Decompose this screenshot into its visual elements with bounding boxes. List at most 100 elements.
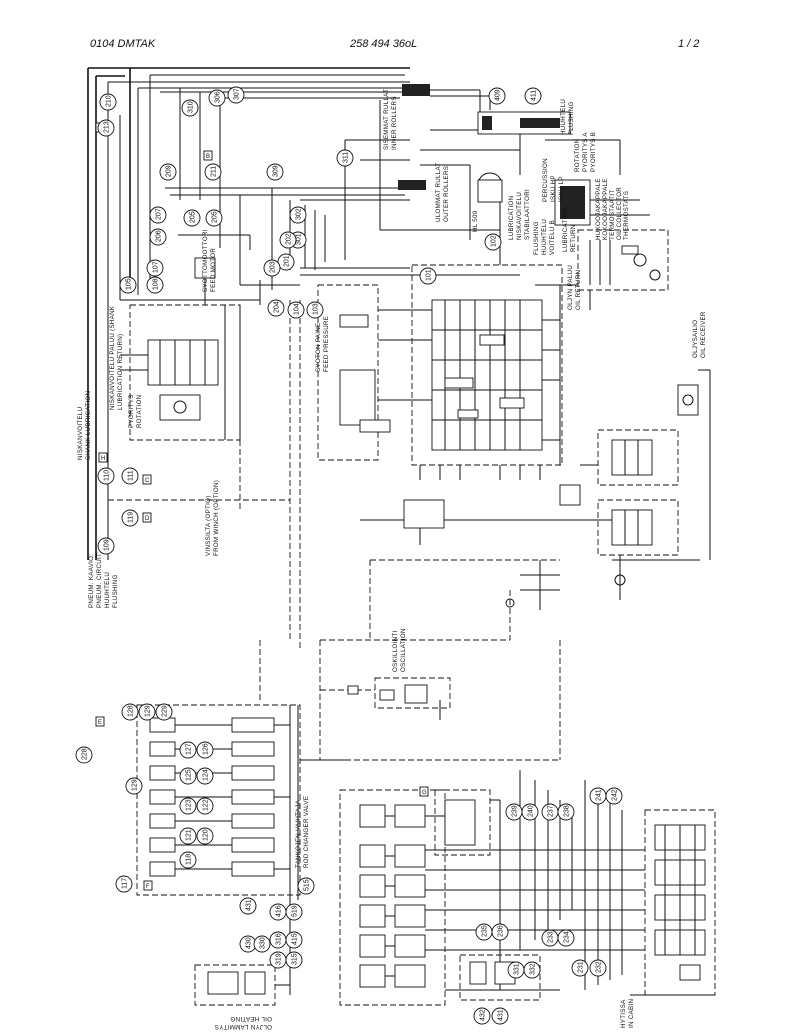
svg-text:234: 234 bbox=[564, 931, 571, 943]
letter-h: H bbox=[101, 456, 105, 462]
right-valve-stack bbox=[360, 369, 711, 600]
callout-319: 319 bbox=[269, 951, 287, 969]
svg-text:228: 228 bbox=[82, 748, 89, 760]
svg-text:SISEMMAT RULLAT INNER RO: SISEMMAT RULLAT INNER ROLLERS bbox=[383, 87, 398, 150]
label-rotation-ab-2: PYORITYS A bbox=[582, 132, 589, 172]
callout-125: 125 bbox=[179, 767, 197, 785]
label-collector-3: TERMOSTAATIT bbox=[609, 190, 616, 240]
svg-text:109: 109 bbox=[104, 539, 111, 551]
component-labels: SISEMMAT RULLAT INNER ROLLERS HUUHTELU F… bbox=[77, 87, 707, 1030]
label-oil-receiver-1: OLJYSAILIO bbox=[692, 320, 699, 358]
central-valve-block bbox=[317, 264, 563, 480]
callout-105: 105 bbox=[119, 276, 137, 294]
svg-text:319: 319 bbox=[276, 953, 283, 965]
label-collector-5: THERMOSTATS bbox=[623, 191, 630, 240]
svg-text:231: 231 bbox=[578, 961, 585, 973]
label-lubrication-1: LUBRICATION bbox=[508, 196, 515, 240]
callout-515: 515 bbox=[297, 877, 315, 895]
svg-text:316: 316 bbox=[276, 933, 283, 945]
label-percussion-2: ISKU HP bbox=[550, 175, 557, 202]
label-shank-lube-2: SHANK LUBRICATION bbox=[85, 391, 92, 460]
svg-text:111: 111 bbox=[128, 470, 135, 481]
label-oil-return-1: OLJYN PALUU bbox=[567, 265, 574, 310]
callout-239: 239 bbox=[505, 803, 523, 821]
svg-text:236: 236 bbox=[498, 925, 505, 937]
top-right-block bbox=[398, 84, 650, 240]
label-winch-1: VINSSILTA (OPTIO) bbox=[205, 495, 212, 556]
callout-123: 123 bbox=[179, 797, 197, 815]
callout-207: 207 bbox=[149, 206, 167, 224]
callout-242: 242 bbox=[605, 787, 623, 805]
callout-209: 209 bbox=[159, 163, 177, 181]
label-oscillation-2: OSCILLATION bbox=[400, 628, 407, 672]
feed-motor-block bbox=[108, 257, 301, 650]
label-lubrication-2: NISKAVOITELU bbox=[516, 192, 523, 240]
label-oil-return-2: OIL RETURN bbox=[575, 270, 582, 310]
svg-text:103: 103 bbox=[313, 303, 320, 315]
label-winch-2: FROM WINCH (OPTION) bbox=[213, 480, 220, 556]
svg-text:ULOMMAT RULLAT OUTER ROL: ULOMMAT RULLAT OUTER ROLLERS bbox=[435, 161, 450, 222]
label-shank-return-1: NISKANVOITELU PALUU (SHANK bbox=[109, 305, 116, 410]
svg-text:128: 128 bbox=[128, 705, 135, 717]
label-inner-rollers-1: SISEMMAT RULLAT bbox=[383, 89, 390, 150]
svg-text:241: 241 bbox=[596, 789, 603, 801]
svg-text:207: 207 bbox=[156, 208, 163, 220]
callout-110: 110 bbox=[97, 467, 115, 485]
letter-c: C bbox=[145, 478, 150, 484]
svg-text:NISKANVOITELU SHANK LUBR: NISKANVOITELU SHANK LUBRICATION bbox=[77, 391, 92, 460]
svg-text:TANKOJEN VAIHTAJA ROD CH: TANKOJEN VAIHTAJA ROD CHANGER VALVE bbox=[295, 796, 310, 868]
label-hl500: HL 500 bbox=[472, 210, 479, 232]
svg-text:205: 205 bbox=[190, 211, 197, 223]
svg-text:240: 240 bbox=[528, 805, 535, 817]
callout-235: 235 bbox=[475, 923, 493, 941]
svg-text:127: 127 bbox=[186, 743, 193, 755]
svg-text:306: 306 bbox=[215, 91, 222, 103]
callout-228: 228 bbox=[75, 746, 93, 764]
callout-306: 306 bbox=[208, 89, 226, 107]
label-rotation-ab-3: PYORITYS B bbox=[590, 132, 597, 172]
label-feed-pressure-2: FEED PRESSURE bbox=[323, 316, 330, 372]
label-flushing-mid-1: FLUSHING bbox=[533, 221, 540, 255]
svg-text:416: 416 bbox=[276, 905, 283, 917]
svg-text:411: 411 bbox=[531, 90, 538, 101]
label-rod-changer-1: TANKOJEN VAIHTAJA bbox=[295, 799, 302, 868]
svg-text:238: 238 bbox=[564, 805, 571, 817]
callout-111: 111 bbox=[121, 467, 139, 485]
callout-204: 204 bbox=[267, 299, 285, 317]
callout-129b: 129 bbox=[125, 777, 143, 795]
svg-text:315: 315 bbox=[292, 953, 299, 965]
svg-text:415: 415 bbox=[292, 933, 299, 945]
callout-104: 104 bbox=[287, 301, 305, 319]
svg-text:VINSSILTA (OPTIO) FROM W: VINSSILTA (OPTIO) FROM WINCH (OPTION) bbox=[205, 480, 220, 556]
svg-text:310: 310 bbox=[188, 101, 195, 113]
callout-205b: 205 bbox=[205, 209, 223, 227]
letter-b: B bbox=[206, 154, 210, 160]
callout-411: 411 bbox=[524, 87, 542, 105]
label-pneum-4: FLUSHING bbox=[112, 574, 119, 608]
letter-g: G bbox=[422, 790, 427, 796]
svg-text:430: 430 bbox=[246, 937, 253, 949]
svg-text:122: 122 bbox=[203, 799, 210, 811]
callout-129: 129 bbox=[138, 703, 156, 721]
svg-text:307: 307 bbox=[234, 88, 241, 100]
trunk-lines bbox=[87, 67, 520, 560]
svg-text:123: 123 bbox=[186, 799, 193, 811]
callout-108: 108 bbox=[146, 276, 164, 294]
svg-text:120: 120 bbox=[203, 829, 210, 841]
svg-text:LUBRICATION NISKAVOITELU: LUBRICATION NISKAVOITELU STABILAATTORI bbox=[508, 189, 531, 240]
svg-text:104: 104 bbox=[294, 303, 301, 315]
callout-233: 233 bbox=[541, 929, 559, 947]
oil-collector-block bbox=[535, 229, 669, 310]
callout-202: 202 bbox=[279, 231, 297, 249]
svg-text:237: 237 bbox=[548, 805, 555, 817]
label-rod-changer-2: ROD CHANGER VALVE bbox=[303, 796, 310, 868]
label-rotation-ab-1: ROTATION bbox=[574, 139, 581, 172]
label-collector-1: HUKOOJAKAPPALE bbox=[595, 178, 602, 240]
callout-122: 122 bbox=[196, 797, 214, 815]
callout-331: 331 bbox=[507, 961, 525, 979]
callout-236: 236 bbox=[491, 923, 509, 941]
svg-text:203: 203 bbox=[270, 261, 277, 273]
callout-201: 201 bbox=[277, 253, 295, 271]
callout-309: 309 bbox=[266, 163, 284, 181]
label-feed-pressure-1: SYOTON PAINE bbox=[315, 323, 322, 372]
